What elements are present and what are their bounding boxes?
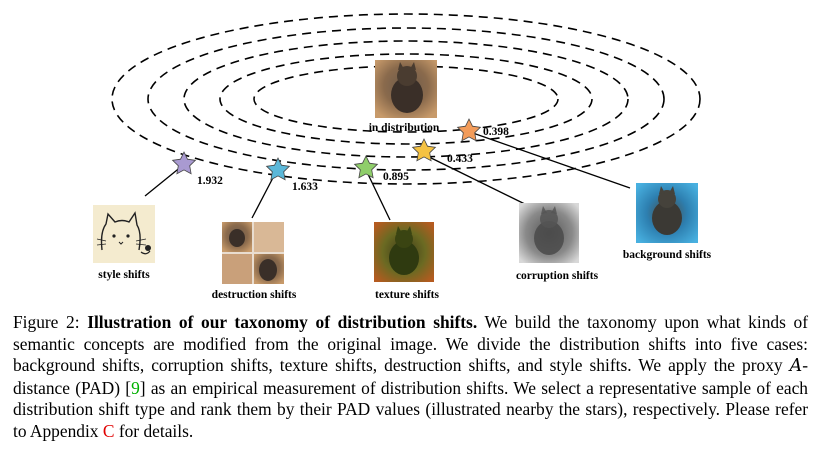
caption-text-2: -distance (PAD) xyxy=(13,355,808,398)
a-distance-symbol: A xyxy=(789,356,803,376)
taxonomy-diagram: in distribution 0.398 0.433 0.895 1.633 … xyxy=(93,13,712,301)
figure-caption: Figure 2: Illustration of our taxonomy o… xyxy=(13,312,808,442)
ring-5 xyxy=(111,13,701,185)
destruction-shift-image xyxy=(222,222,284,284)
ring-2 xyxy=(219,53,593,145)
taxonomy-figure: in distribution 0.398 0.433 0.895 1.633 … xyxy=(93,13,712,301)
pad-stars xyxy=(171,118,482,181)
in-distribution-image xyxy=(375,60,437,118)
appendix-link[interactable]: C xyxy=(102,420,115,441)
star-corruption xyxy=(411,138,437,162)
ring-3 xyxy=(183,40,629,158)
star-background xyxy=(456,118,482,142)
style-shift-image xyxy=(93,205,155,263)
connector-style xyxy=(144,165,183,197)
in-distribution-label: in distribution xyxy=(369,122,440,134)
style-shift-label: style shifts xyxy=(98,269,150,281)
texture-shift-image xyxy=(374,222,434,282)
connector-background xyxy=(469,131,631,189)
connector-corruption xyxy=(424,154,538,211)
connector-destruction xyxy=(251,171,277,219)
corruption-shift-image xyxy=(519,203,579,263)
caption-prefix: Figure 2: xyxy=(13,312,88,332)
pad-value-corruption: 0.433 xyxy=(447,153,473,165)
texture-shift-label: texture shifts xyxy=(375,289,440,301)
caption-text-3: as an empirical measurement of distribut… xyxy=(13,377,808,441)
caption-text-4: for details. xyxy=(114,420,194,441)
background-shift-label: background shifts xyxy=(623,249,712,261)
caption-title: Illustration of our taxonomy of distribu… xyxy=(87,312,478,332)
background-shift-image xyxy=(636,183,698,243)
citation-link[interactable]: [9] xyxy=(125,377,146,398)
destruction-shift-label: destruction shifts xyxy=(212,289,297,301)
pad-value-destruction: 1.633 xyxy=(292,181,318,193)
pad-values: 0.398 0.433 0.895 1.633 1.932 xyxy=(197,126,509,193)
star-texture xyxy=(353,155,379,179)
pad-value-texture: 0.895 xyxy=(383,171,409,183)
pad-value-background: 0.398 xyxy=(483,126,509,138)
caption-text-1: We build the taxonomy upon what kinds of… xyxy=(13,312,808,375)
star-style xyxy=(171,151,197,175)
ring-4 xyxy=(147,27,665,171)
corruption-shift-label: corruption shifts xyxy=(516,270,599,282)
pad-value-style: 1.932 xyxy=(197,175,223,187)
connector-texture xyxy=(365,169,391,221)
star-destruction xyxy=(265,157,291,181)
connector-lines xyxy=(144,131,631,221)
